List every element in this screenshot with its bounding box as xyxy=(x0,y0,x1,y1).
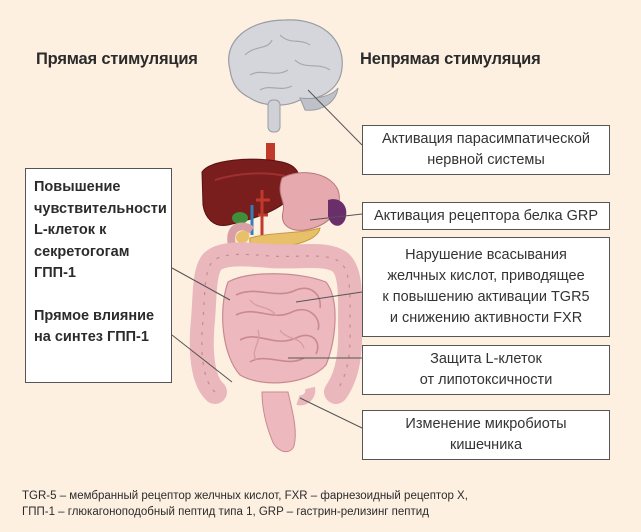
direct-synthesis-text: Прямое влияние на синтез ГПП-1 xyxy=(34,306,163,349)
box3-line2: желчных кислот, приводящее xyxy=(382,266,589,287)
box3-line3: к повышению активации TGR5 xyxy=(382,287,589,308)
box3-line4: и снижению активности FXR xyxy=(382,308,589,329)
bile-acid-absorption-box: Нарушение всасывания желчных кислот, при… xyxy=(362,237,610,337)
parasympathetic-activation-box: Активация парасимпатической нервной сист… xyxy=(362,125,610,175)
direct-stimulation-heading: Прямая стимуляция xyxy=(36,50,198,69)
box1-line2: нервной системы xyxy=(382,150,590,171)
box1-line1: Активация парасимпатической xyxy=(382,129,590,150)
box3-line1: Нарушение всасывания xyxy=(382,245,589,266)
box5-line1: Изменение микробиоты xyxy=(405,414,566,435)
footnote-line1: TGR-5 – мембранный рецептор желчных кисл… xyxy=(22,488,627,504)
lipotoxicity-protection-box: Защита L-клеток от липотоксичности xyxy=(362,345,610,395)
indirect-stimulation-heading: Непрямая стимуляция xyxy=(360,50,541,69)
box4-line1: Защита L-клеток xyxy=(420,349,553,370)
footnote-line2: ГПП-1 – глюкагоноподобный пептид типа 1,… xyxy=(22,504,627,520)
box5-line2: кишечника xyxy=(405,435,566,456)
footnote: TGR-5 – мембранный рецептор желчных кисл… xyxy=(22,488,627,520)
direct-effects-box: Повышение чувствительности L-клеток к се… xyxy=(25,168,172,383)
brain-icon xyxy=(229,20,343,132)
box4-line2: от липотоксичности xyxy=(420,370,553,391)
sensitivity-increase-text: Повышение чувствительности L-клеток к се… xyxy=(34,177,163,285)
microbiota-change-box: Изменение микробиоты кишечника xyxy=(362,410,610,460)
grp-receptor-activation-box: Активация рецептора белка GRP xyxy=(362,202,610,230)
box2-line1: Активация рецептора белка GRP xyxy=(374,206,598,227)
